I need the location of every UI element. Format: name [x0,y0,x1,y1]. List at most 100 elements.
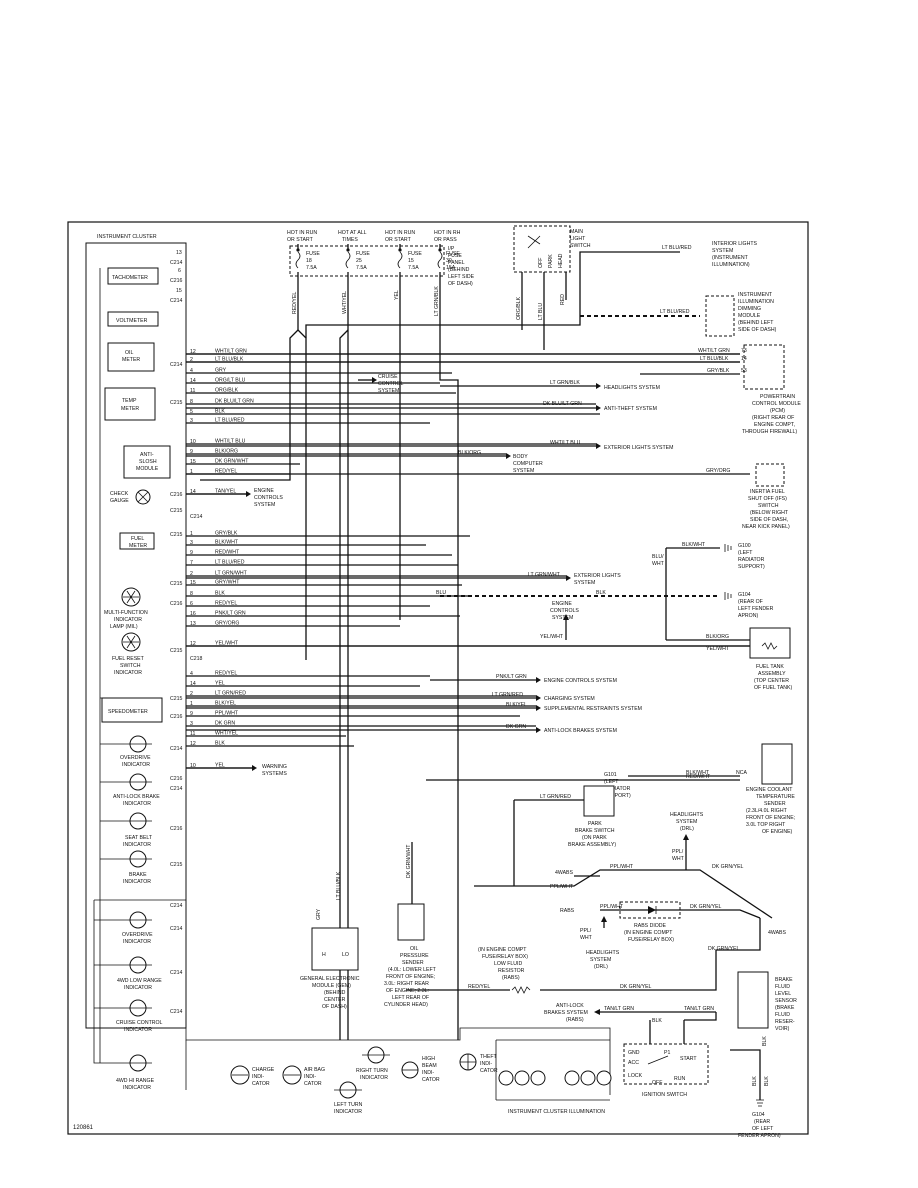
fuse-label: FUSE [446,251,460,257]
ground-label: (LEFT [738,550,753,556]
gauge-label: ANTI- [140,452,154,458]
ground-label: LEFT FENDER [738,606,774,612]
wire-label: DK GRN/YEL [620,984,652,990]
wire-row-color: RED/WHT [215,550,240,556]
gauge-voltmeter: VOLTMETER [107,311,159,327]
ground-label: (LEFT [604,779,619,785]
gauge-label: SPEEDOMETER [108,709,148,715]
wire-row-pin: 11 [190,388,195,394]
wire-row-color: WHT/LT GRN [215,349,247,355]
indicator-right-turn: RIGHT TURN INDICATOR [356,1046,390,1081]
fuel-tank-label: (TOP CENTER [754,678,789,684]
wire-row-color: YEL [215,681,225,687]
ignition-switch-label: IGNITION SWITCH [642,1092,687,1098]
wire-row-color: ORG/LT BLU [215,378,246,384]
cluster-illumination-label: INSTRUMENT CLUSTER ILLUMINATION [508,1109,605,1115]
system-label: COMPUTER [513,461,543,467]
indicator-label: INDI- [422,1070,434,1076]
wire-row-pin: 10 [190,763,196,769]
system-label: HEADLIGHTS SYSTEM [604,385,660,391]
wire-row-pin: 5 [190,409,193,415]
wire-label: RED/WHT [686,774,711,780]
connector-label: C214 [170,746,183,752]
gauge-temp-meter: TEMP METER [104,387,156,421]
wire-label: LT BLU/BLK [700,356,729,362]
connector-label: C214 [170,362,183,368]
switch-label: MAIN [570,229,583,235]
fuse-label: 7.5A [306,265,317,271]
indicator-label: INDICATOR [360,1075,388,1081]
wire-row-pin: 6 [190,601,193,607]
wire-label: BLK [764,1076,770,1086]
wire-label: BLK/ORG [706,634,729,640]
ground-label: OF LEFT [752,1126,774,1132]
ground-label: SUPPORT) [738,564,765,570]
indicator-label: OVERDRIVE [122,932,153,938]
indicator-label: INDICATOR [334,1109,362,1115]
fuel-tank-label: ASSEMBLY [758,671,786,677]
system-label: WARNING [262,764,287,770]
ifs-label: SHUT OFF (IFS) [748,496,787,502]
wire-row-pin: 14 [190,378,196,384]
connector-label: C218 [190,656,203,662]
wire-row-pin: 4 [190,368,193,374]
diagram-frame [67,221,809,1135]
wire-label: LT GRN/WHT [528,572,561,578]
wire-label: BLK/WHT [686,770,710,776]
wire-row-pin: 2 [190,571,193,577]
coolant-label: TEMPERATURE [756,794,795,800]
wire-label: WHT/LT GRN [698,348,730,354]
wire-label: GRY/ORG [706,468,730,474]
gem-label: GENERAL ELECTRONIC [300,976,360,982]
system-label: EXTERIOR LIGHTS SYSTEM [604,445,673,451]
ignition-position: LOCK [628,1073,643,1079]
system-label: SYSTEM [574,580,595,586]
indicator-brake: BRAKE INDICATOR [123,850,152,885]
ground-label: RADIATOR [604,786,631,792]
wire-row-pin: 3 [190,540,193,546]
wire-row-pin: 9 [190,449,193,455]
oil-sender-label: 3.0L: RIGHT REAR [384,981,429,987]
indicator-label: OVERDRIVE [120,755,151,761]
wire-row-color: WHT/LT BLU [215,439,246,445]
gauge-oil-meter: OIL METER [107,342,155,372]
pcm-label: (RIGHT REAR OF [752,415,794,421]
system-label: SYSTEM [378,388,399,394]
wire-row-color: BLK [215,591,225,597]
wire-row-color: YEL/WHT [215,641,239,647]
wire-row-pin: 7 [190,560,193,566]
ignition-position: RUN [674,1076,685,1082]
switch-position: OFF [538,258,544,268]
indicator-label: CATOR [304,1081,322,1087]
system-label: SUPPLEMENTAL RESTRAINTS SYSTEM [544,706,642,712]
wire-label: BLK [752,1076,758,1086]
brake-sensor-label: VOIR) [775,1026,790,1032]
wire-label: GRY/BLK [707,368,730,374]
ifs-label: NEAR KICK PANEL) [742,524,790,530]
ifs-label: (BELOW RIGHT [750,510,789,516]
gauge-fuel-meter: FUEL METER [119,532,155,550]
illumination-bulb-icon [530,1070,546,1086]
gauge-label: CHECK [110,491,129,497]
indicator-label: SEAT BELT [125,835,153,841]
system-label: SYSTEM [513,468,534,474]
fuse-hot-label: HOT AT ALL [338,230,367,236]
wire-row-pin: 12 [190,741,196,747]
fuse-feed-wire: LT GRN/BLK [434,286,440,316]
system-label: ENGINE [254,488,274,494]
coolant-label: (2.3L/4.0L RIGHT [746,808,788,814]
ignition-position: ACC [628,1060,639,1066]
indicator-charge: CHARGE INDI- CATOR [230,1065,275,1087]
pcm-pin: 14 [741,356,747,362]
indicator-label: INDICATOR [122,762,150,768]
pcm-pin: 73 [741,348,747,354]
gauge-label: OIL [125,350,133,356]
wire-row-color: LT GRN/WHT [215,571,248,577]
indicator-fuel-reset: FUEL RESET SWITCH INDICATOR [112,632,145,676]
gauge-label: MODULE [136,466,159,472]
pin-label: 6 [178,268,181,274]
connector-labels: 13 C214 6 C216 15 C214 C214 C215 C216 C2… [170,250,203,1015]
fuse-30: FUSE 30 15A [437,244,460,330]
wire-row-pin: 3 [190,721,193,727]
indicator-label: INDICATOR [123,1085,151,1091]
